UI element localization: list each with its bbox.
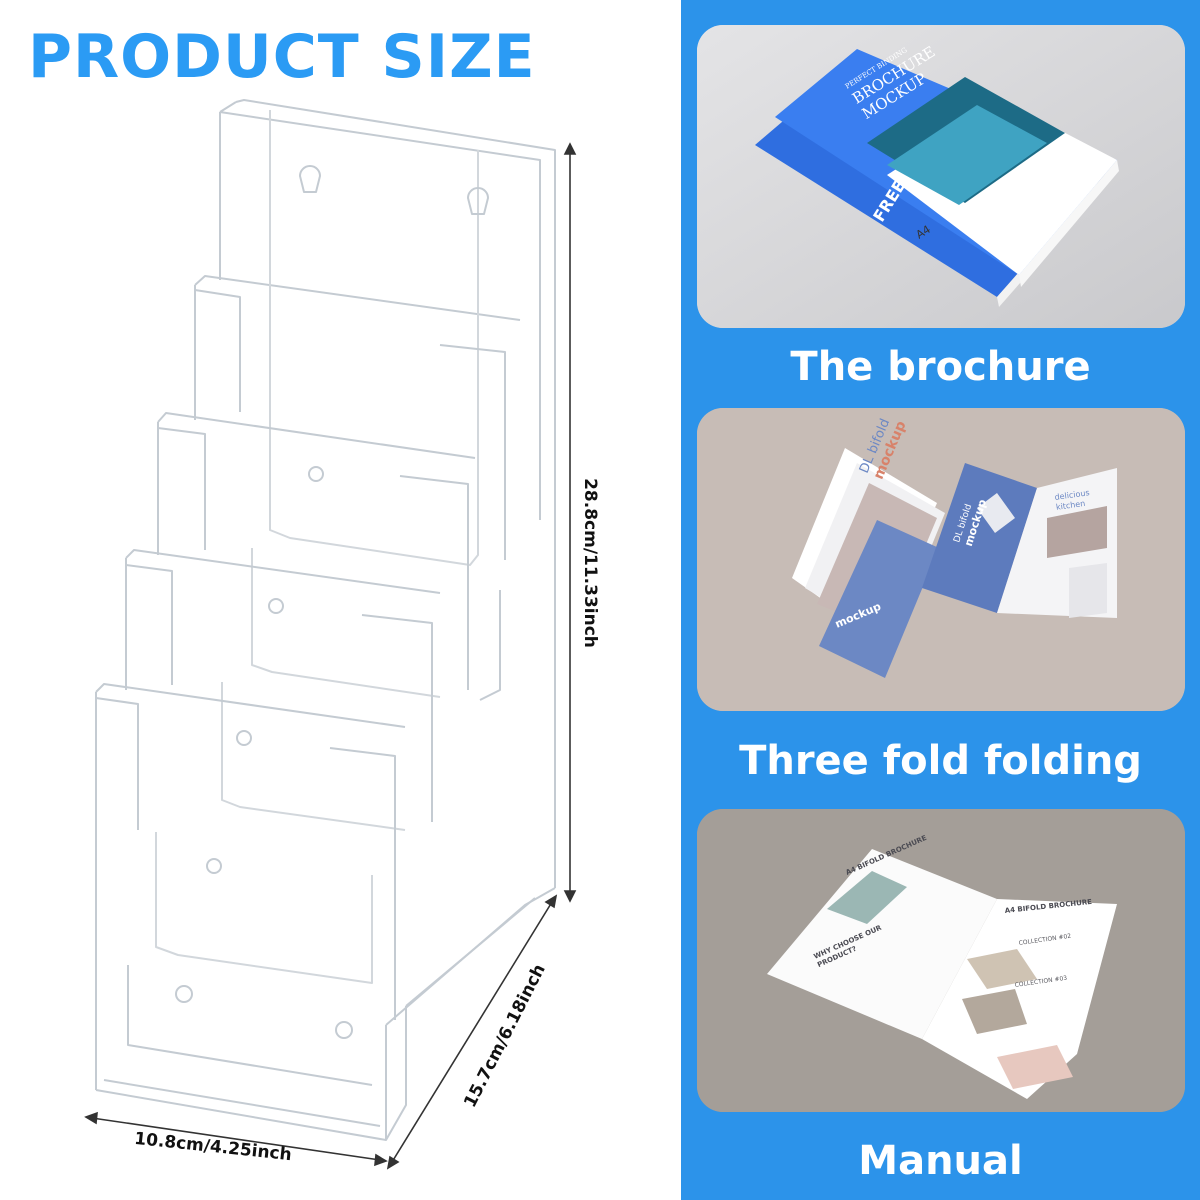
dimension-lines [84,142,577,1170]
brochure-holder-illustration [84,99,577,1170]
holder-outline [95,99,556,1141]
manual-mockup-illustration: A4 BIFOLD BROCHURE WHY CHOOSE OUR PRODUC… [697,809,1185,1112]
manual-caption: Manual [858,1138,1023,1184]
trifold-caption: Three fold folding [739,738,1142,784]
manual-image-card: A4 BIFOLD BROCHURE WHY CHOOSE OUR PRODUC… [697,809,1185,1112]
usage-panel: PERFECT BINDING BROCHURE MOCKUP FREE A4 … [681,0,1200,1200]
trifold-mockup-illustration: DL bifold mockup mockup DL bifold mockup… [697,408,1185,711]
brochure-caption: The brochure [790,344,1091,390]
brochure-image-card: PERFECT BINDING BROCHURE MOCKUP FREE A4 [697,25,1185,328]
page-title: PRODUCT SIZE [28,22,536,92]
brochure-mockup-illustration: PERFECT BINDING BROCHURE MOCKUP FREE A4 [697,25,1185,328]
height-dimension-label: 28.8cm/11.33inch [580,478,600,648]
trifold-right-label2: kitchen [1055,499,1085,512]
trifold-image-card: DL bifold mockup mockup DL bifold mockup… [697,408,1185,711]
